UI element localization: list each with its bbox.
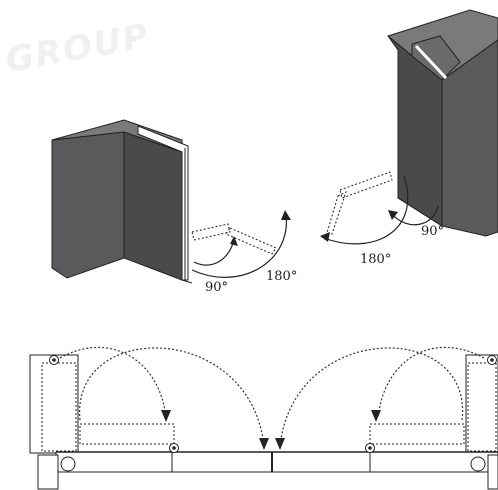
plan-view	[29, 346, 498, 490]
label-right-180: 180°	[360, 252, 391, 267]
plan-right-arrowhead-90	[371, 410, 381, 422]
left-pivot-circle	[60, 456, 76, 472]
label-right-90: 90°	[421, 224, 444, 239]
left-floor-block	[37, 454, 59, 490]
right-leaf-90-plan	[369, 423, 465, 445]
left-arrowhead-180	[281, 210, 291, 220]
right-arrowhead-90	[388, 210, 398, 220]
right-wall-inner-return	[411, 35, 461, 81]
hinge-icon	[49, 355, 59, 365]
door-rail	[55, 451, 498, 473]
right-door-180-leaf	[325, 191, 347, 237]
right-wall-block	[386, 9, 498, 237]
left-swing-arrow-90	[193, 239, 235, 266]
right-swing-arrow-90	[391, 205, 439, 226]
label-left-90: 90°	[205, 280, 228, 295]
plan-right-swing-180	[279, 347, 464, 447]
left-leaf-90-plan	[79, 423, 175, 445]
right-arrowhead-180	[320, 232, 330, 242]
right-swing-arrow-180	[323, 175, 409, 245]
plan-right-swing-90	[377, 346, 485, 419]
right-floor-block	[487, 454, 498, 490]
hinge-icon	[365, 443, 375, 453]
right-door-90-leaf	[339, 171, 393, 199]
watermark-text: GROUP	[3, 16, 153, 81]
left-swing-arrow-180	[191, 213, 287, 278]
right-jamb-inner	[467, 362, 497, 452]
right-pivot-circle	[470, 456, 486, 472]
right-wall-front-face	[441, 39, 498, 237]
plan-left-swing-90	[59, 346, 167, 419]
left-wall-block	[51, 119, 193, 284]
label-left-180: 180°	[266, 269, 297, 284]
left-door-90-leaf	[191, 223, 231, 241]
plan-right-arrowhead-180	[275, 438, 285, 450]
plan-left-swing-180	[79, 347, 265, 447]
left-arrowhead-90	[230, 236, 238, 246]
plan-left-arrowhead-180	[259, 438, 269, 450]
left-jamb-inner	[41, 362, 77, 452]
left-door-180-leaf	[225, 227, 277, 255]
right-jamb-outer	[465, 354, 498, 454]
left-wall-return-face	[123, 131, 183, 281]
left-wall-front-face	[51, 131, 125, 279]
plan-left-arrowhead-90	[161, 410, 171, 422]
hinge-icon	[487, 355, 497, 365]
hinge-icon	[169, 443, 179, 453]
left-jamb-outer	[29, 354, 79, 454]
